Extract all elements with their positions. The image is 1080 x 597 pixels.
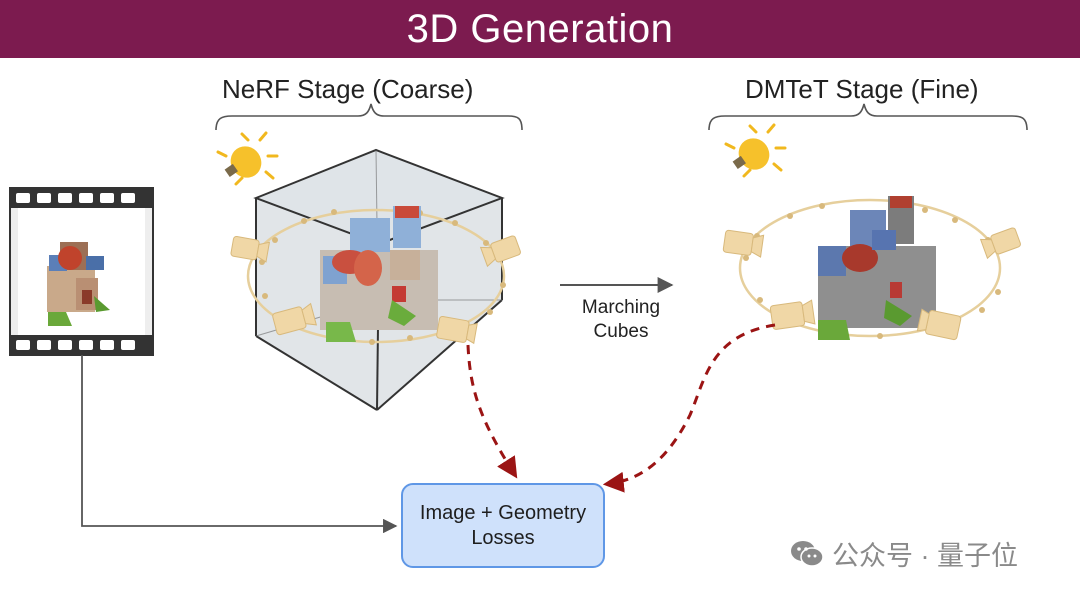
- dmtet-castle-mesh: [818, 196, 936, 340]
- nerf-castle-model: [320, 206, 438, 342]
- marching-cubes-line2: Cubes: [593, 321, 649, 342]
- title-bar: 3D Generation: [0, 0, 1080, 58]
- loss-box-line2: Losses: [471, 526, 535, 549]
- input-castle-image: [47, 242, 110, 326]
- light-bulb-icon-fine: [724, 123, 787, 178]
- page-title: 3D Generation: [406, 6, 674, 51]
- nerf-camera-icons: [230, 235, 521, 345]
- nerf-stage-brace: [215, 103, 523, 131]
- dmtet-camera-orbit: [738, 198, 1002, 338]
- light-bulb-icon-coarse: [216, 131, 279, 186]
- watermark: 公众号 · 量子位: [790, 534, 1018, 573]
- dmtet-stage-label: DMTeT Stage (Fine): [745, 74, 979, 104]
- dmtet-stage-brace: [708, 103, 1028, 131]
- nerf-stage-label: NeRF Stage (Coarse): [222, 74, 474, 104]
- dmtet-to-loss-dashed-arrow: [602, 323, 776, 493]
- nerf-to-loss-dashed-arrow: [466, 344, 518, 479]
- marching-cubes-line1: Marching: [581, 297, 661, 318]
- watermark-text: 公众号 · 量子位: [832, 541, 1018, 571]
- nerf-camera-orbit: [246, 208, 506, 344]
- loss-box-line1: Image + Geometry: [419, 501, 587, 524]
- marching-cubes-label: Marching Cubes: [568, 296, 674, 344]
- loss-box: Image + Geometry Losses: [401, 483, 605, 568]
- input-to-loss-arrow: [81, 355, 398, 534]
- wechat-icon: [791, 540, 824, 567]
- dmtet-camera-icons: [722, 227, 1021, 341]
